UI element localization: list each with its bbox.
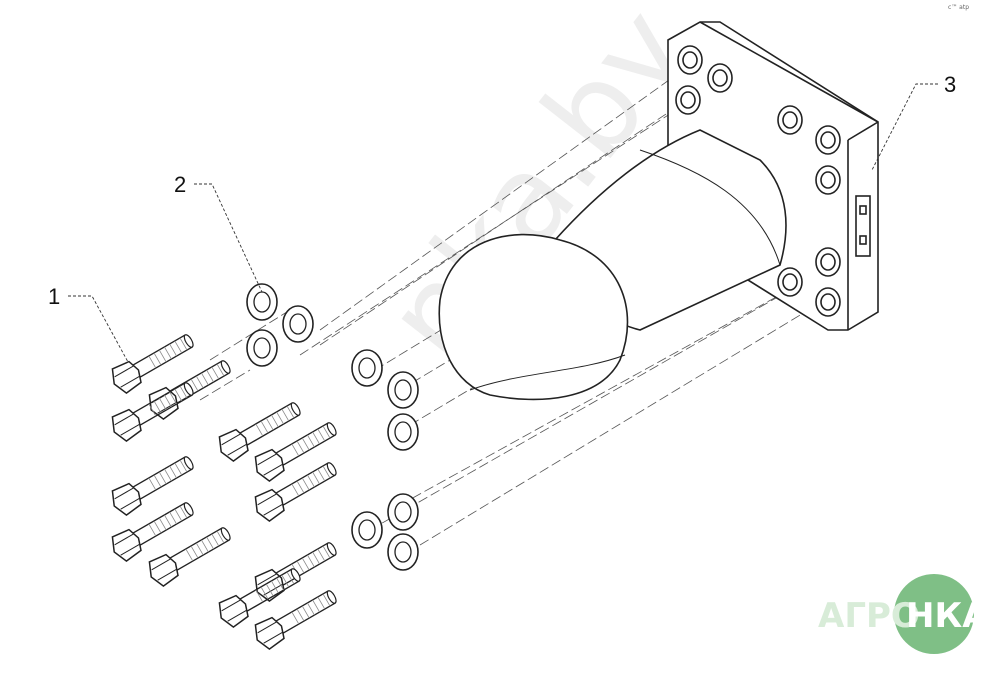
brand-logo: АГРО НКА (818, 574, 985, 660)
bolts (106, 326, 343, 653)
hex-bolt-icon (213, 560, 307, 631)
logo-text-right: НКА (906, 596, 985, 636)
washer-icon (351, 349, 383, 387)
logo-text-left: АГРО (818, 596, 920, 636)
washer-icon (387, 533, 419, 571)
hex-bolt-icon (213, 394, 307, 465)
washer-icon (246, 283, 278, 321)
leader-lines (68, 83, 938, 363)
corner-note: c™ atp (947, 4, 969, 11)
washer-icon (387, 371, 419, 409)
washer-icon (246, 329, 278, 367)
callout-2: 2 (174, 172, 187, 197)
washer-icon (387, 413, 419, 451)
washer-icon (351, 511, 383, 549)
logo-circle (894, 574, 974, 654)
towing-bracket-icon (438, 21, 879, 401)
callout-1: 1 (48, 284, 61, 309)
callout-3: 3 (944, 72, 957, 97)
washer-icon (282, 305, 314, 343)
washer-icon (387, 493, 419, 531)
hex-bolt-icon (143, 519, 237, 590)
